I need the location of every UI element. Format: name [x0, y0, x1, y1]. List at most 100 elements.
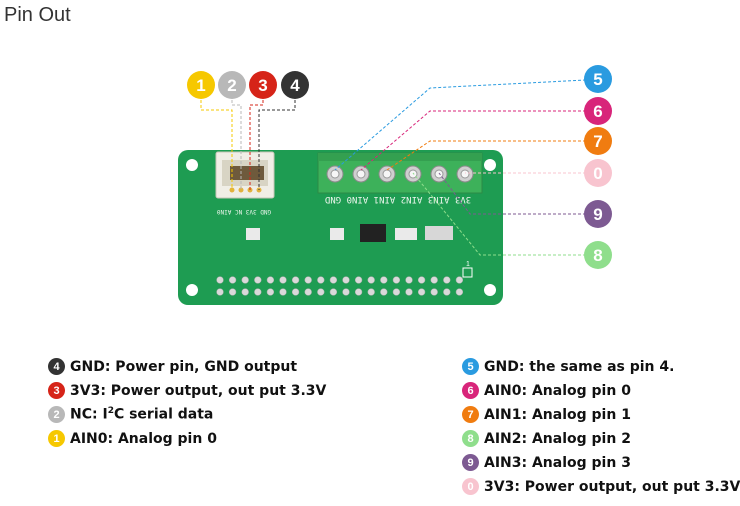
legend-label: GND: Power pin, GND output	[70, 358, 298, 375]
legend-label: AIN3: Analog pin 3	[484, 454, 631, 471]
header-pad	[342, 276, 350, 284]
header-pad	[392, 276, 401, 284]
pin-9-callout: 9	[584, 200, 612, 228]
gpio-header	[216, 276, 464, 296]
header-pad	[241, 276, 249, 284]
legend-item-1: 1 AIN0: Analog pin 0	[48, 430, 217, 447]
header-pad	[354, 288, 363, 296]
header-pad	[443, 276, 451, 284]
legend-item-2: 2 NC: I2C serial data	[48, 406, 213, 423]
legend-item-4: 4 GND: Power pin, GND output	[48, 358, 297, 375]
header-pad	[304, 288, 312, 296]
pin-3-callout: 3	[249, 71, 277, 99]
pin-6-callout: 6	[584, 97, 612, 125]
svg-text:1: 1	[196, 76, 205, 95]
legend-label: AIN2: Analog pin 2	[484, 430, 631, 447]
svg-text:5: 5	[593, 70, 602, 89]
pin-5-callout: 5	[584, 65, 612, 93]
header-pad	[417, 288, 426, 296]
svg-text:8: 8	[593, 246, 602, 265]
header-pad	[241, 288, 249, 296]
pin1-marker	[462, 267, 473, 278]
pin-7-badge: 7	[462, 406, 479, 423]
header-pad	[304, 276, 312, 284]
legend-item-3: 3 3V3: Power output, out put 3.3V	[48, 382, 326, 399]
header-pad	[216, 288, 224, 296]
pin-8-callout: 8	[584, 241, 612, 269]
legend-left: 4 GND: Power pin, GND output 3 3V3: Powe…	[48, 352, 368, 462]
header-pad	[405, 276, 413, 284]
legend-item-9: 9 AIN3: Analog pin 3	[462, 454, 631, 471]
svg-text:7: 7	[593, 132, 602, 151]
pin-0-badge: 0	[462, 478, 479, 495]
header-pad	[455, 276, 464, 284]
terminal-screw	[378, 165, 396, 183]
svg-text:4: 4	[290, 76, 300, 95]
legend-label: GND: the same as pin 4.	[484, 358, 675, 375]
mounting-hole	[186, 284, 198, 296]
legend-item-0: 0 3V3: Power output, out put 3.3V	[462, 478, 740, 495]
terminal-screw	[326, 165, 344, 183]
pin-2-callout: 2	[218, 71, 246, 99]
legend-label: AIN0: Analog pin 0	[70, 430, 217, 447]
header-pad	[405, 288, 413, 296]
mounting-hole	[484, 284, 496, 296]
legend-item-8: 8 AIN2: Analog pin 2	[462, 430, 631, 447]
header-pad	[367, 276, 375, 284]
svg-text:9: 9	[593, 205, 602, 224]
terminal-screws	[326, 165, 474, 183]
terminal-screw	[430, 165, 448, 183]
header-pad	[317, 276, 325, 284]
pin-2-badge: 2	[48, 406, 65, 423]
legend-right: 5 GND: the same as pin 4. 6 AIN0: Analog…	[462, 352, 740, 502]
legend-label: 3V3: Power output, out put 3.3V	[70, 382, 327, 399]
header-pad	[291, 288, 300, 296]
board-components	[246, 224, 453, 242]
header-pad	[417, 276, 426, 284]
mounting-hole	[186, 159, 198, 171]
pin-4-callout: 4	[281, 71, 309, 99]
pinout-diagram: GND 3V3 NC AIN0 3V3 AIN3 AIN2 AIN1 AIN0 …	[178, 65, 612, 305]
legend-item-6: 6 AIN0: Analog pin 0	[462, 382, 631, 399]
header-pad	[354, 276, 363, 284]
svg-text:3: 3	[258, 76, 267, 95]
header-pad	[317, 288, 325, 296]
pin-1-badge: 1	[48, 430, 65, 447]
pin-6-badge: 6	[462, 382, 479, 399]
pin-5-badge: 5	[462, 358, 479, 375]
connector-silkscreen: GND 3V3 NC AIN0	[217, 208, 272, 215]
terminal-screw	[404, 165, 422, 183]
header-pad	[228, 288, 237, 296]
header-pad	[380, 276, 388, 284]
mounting-hole	[484, 159, 496, 171]
terminal-screw	[456, 165, 474, 183]
screw-terminal-block	[317, 152, 483, 194]
header-pad	[392, 288, 401, 296]
header-pad	[216, 276, 224, 284]
svg-text:0: 0	[593, 164, 602, 183]
header-pad	[380, 288, 388, 296]
legend-label: 3V3: Power output, out put 3.3V	[484, 478, 740, 495]
header-pad	[266, 276, 275, 284]
top-callouts: 1 2 3 4	[187, 71, 309, 99]
header-pin-number: 1	[466, 261, 470, 268]
header-pad	[228, 276, 237, 284]
pin-0-callout: 0	[584, 159, 612, 187]
legend-label: NC: I2C serial data	[70, 406, 214, 423]
header-pad	[291, 276, 300, 284]
pin-8-badge: 8	[462, 430, 479, 447]
svg-text:2: 2	[227, 76, 236, 95]
header-pad	[329, 276, 338, 284]
legend-label: AIN0: Analog pin 0	[484, 382, 631, 399]
right-callouts: 5 6 7 0 9 8	[584, 65, 612, 269]
header-pad	[329, 288, 338, 296]
pin-7-callout: 7	[584, 127, 612, 155]
pin-1-callout: 1	[187, 71, 215, 99]
header-pad	[430, 288, 438, 296]
pin-4-badge: 4	[48, 358, 65, 375]
pin-3-badge: 3	[48, 382, 65, 399]
header-pad	[254, 276, 262, 284]
header-pad	[443, 288, 451, 296]
svg-text:6: 6	[593, 102, 602, 121]
header-pad	[342, 288, 350, 296]
